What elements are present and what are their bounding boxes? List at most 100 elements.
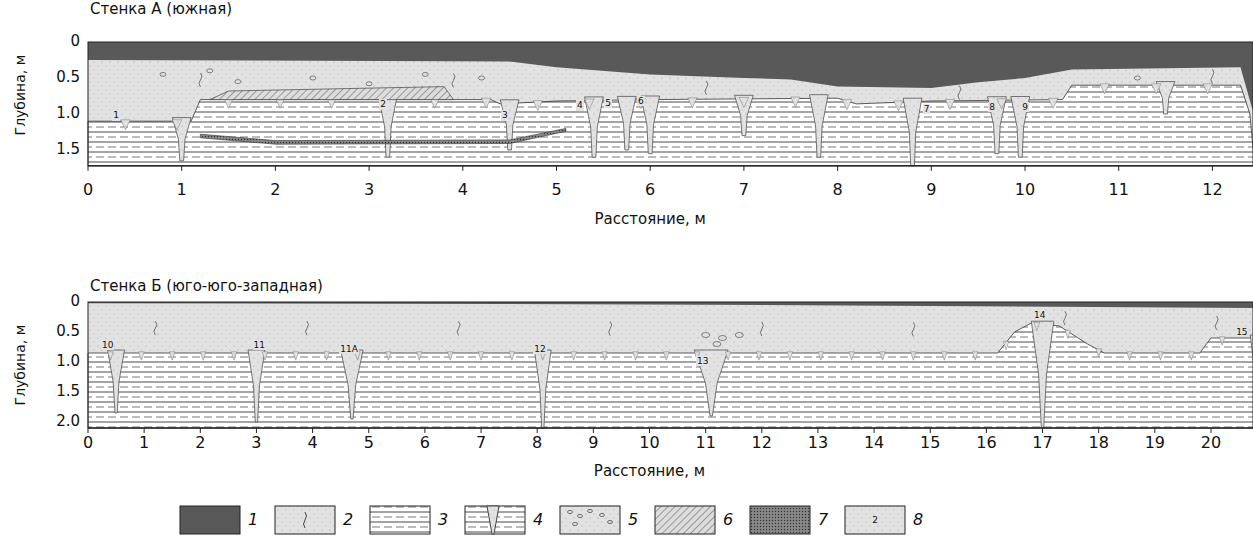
tick-label: 7 — [739, 181, 749, 199]
notch — [1189, 352, 1195, 360]
notch — [533, 101, 542, 111]
tick-label: 0 — [83, 181, 93, 199]
legend-symbol — [568, 510, 573, 513]
tick-label: 8 — [532, 434, 542, 452]
notch — [293, 352, 299, 360]
tick-label: 6 — [420, 434, 430, 452]
callout-number: 1 — [112, 110, 120, 120]
topsoil-layer — [88, 302, 1253, 308]
frost-wedge — [108, 350, 125, 413]
tick-label: 13 — [808, 434, 828, 452]
notch — [791, 97, 800, 107]
tick-label: 7 — [476, 434, 486, 452]
legend-symbol — [487, 506, 499, 534]
notch — [756, 352, 762, 360]
tick-label: 17 — [1032, 434, 1052, 452]
notch — [169, 352, 175, 360]
frost-wedge — [172, 118, 191, 161]
tick-label: 0 — [70, 293, 80, 310]
legend-text: 4 — [533, 511, 543, 529]
tick-label: 3 — [251, 434, 261, 452]
notch — [972, 352, 978, 360]
tick-label: 16 — [976, 434, 996, 452]
frost-wedge — [988, 97, 1007, 154]
callout-number: 10 — [101, 340, 114, 350]
legend-text: 5 — [628, 511, 638, 529]
tick-label: 1.0 — [56, 353, 80, 370]
axis-title: Глубина, м — [12, 55, 28, 136]
pebble — [713, 342, 721, 347]
tick-label: 6 — [645, 181, 655, 199]
tick-label: 1 — [177, 181, 187, 199]
tick — [1042, 428, 1043, 433]
root-trace — [452, 73, 455, 87]
notch — [945, 99, 954, 109]
legend-swatch — [180, 506, 240, 534]
notch — [1219, 337, 1225, 345]
layered-deposits — [88, 85, 1253, 166]
tick — [650, 166, 651, 171]
pebble — [479, 76, 485, 80]
legend-swatch — [275, 506, 335, 534]
root-trace — [958, 86, 961, 100]
axis-title: Расстояние, м — [595, 211, 706, 228]
tick — [1154, 428, 1155, 433]
tick — [200, 428, 201, 433]
tick — [1212, 166, 1213, 171]
notch — [585, 99, 594, 109]
notch — [725, 352, 731, 360]
callout-number: 13 — [696, 356, 709, 366]
callout-number: 9 — [1021, 102, 1029, 112]
pebble — [735, 333, 743, 338]
notch — [1048, 98, 1057, 108]
root-trace — [1211, 69, 1214, 83]
legend-symbol — [578, 514, 583, 517]
notch — [1203, 84, 1212, 94]
tick — [761, 428, 762, 433]
tick-label: 2.0 — [56, 413, 80, 430]
tick-label: 14 — [864, 434, 884, 452]
notch — [509, 352, 515, 360]
frost-wedge — [810, 95, 829, 158]
callout-number: 5 — [604, 98, 612, 108]
notch — [787, 352, 793, 360]
callout-number: 2 — [379, 99, 387, 109]
tick — [593, 428, 594, 433]
notch — [688, 98, 697, 108]
tick-label: 1 — [139, 434, 149, 452]
frost-wedge — [735, 95, 754, 135]
legend-symbol — [304, 512, 307, 528]
tick-label: 2 — [195, 434, 205, 452]
tick-label: 9 — [588, 434, 598, 452]
legend-text: 6 — [723, 511, 733, 529]
frost-wedge — [1011, 97, 1030, 158]
notch — [997, 99, 1006, 109]
notch — [324, 352, 330, 360]
tick — [931, 166, 932, 171]
axis-title: Расстояние, м — [594, 463, 705, 480]
axis-title: Глубина, м — [12, 325, 28, 406]
legend-text: 1 — [248, 511, 258, 529]
callout-number: 15 — [1235, 327, 1248, 337]
pebble — [1134, 76, 1140, 80]
notch — [139, 352, 145, 360]
tick-label: 10 — [639, 434, 659, 452]
root-trace — [1064, 311, 1067, 325]
pebble — [207, 69, 213, 73]
tick — [1025, 166, 1026, 171]
tick — [368, 428, 369, 433]
tick — [181, 166, 182, 171]
notch — [1003, 341, 1009, 349]
tick — [930, 428, 931, 433]
tick-label: 20 — [1201, 434, 1221, 452]
notch — [633, 352, 639, 360]
topsoil-layer — [88, 42, 1253, 110]
tick-label: 12 — [1202, 181, 1222, 199]
axis-line — [88, 428, 1253, 429]
root-trace — [457, 321, 460, 335]
notch — [602, 352, 608, 360]
notch — [1034, 322, 1040, 330]
tick — [743, 166, 744, 171]
tick — [874, 428, 875, 433]
legend-swatch — [750, 506, 810, 534]
